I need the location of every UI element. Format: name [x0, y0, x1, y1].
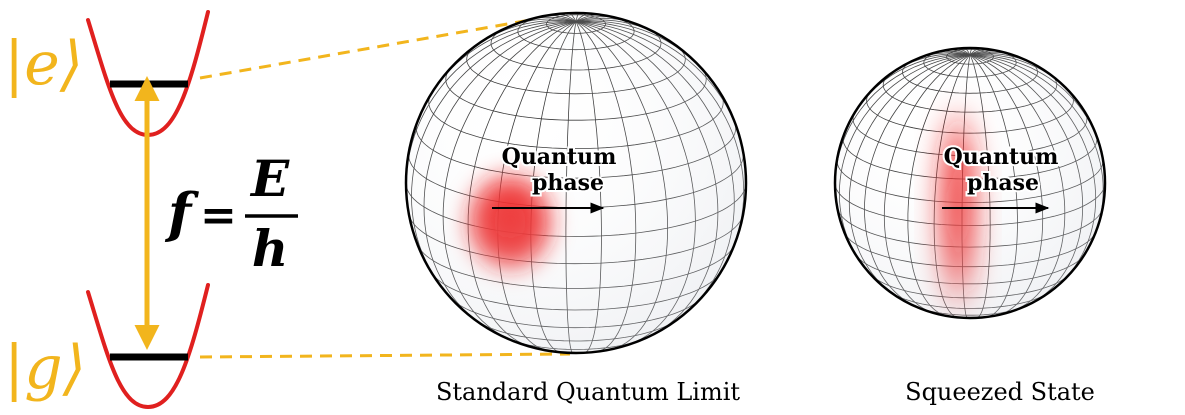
sphere-squeezed-state: Quantum phase: [833, 46, 1107, 320]
phase-label-2-line2: phase: [967, 170, 1039, 196]
sphere-outline-2: [833, 46, 1107, 320]
ground-well-curve: [86, 283, 210, 410]
formula-equals: =: [200, 190, 237, 241]
caption-standard-quantum-limit: Standard Quantum Limit: [436, 378, 740, 406]
phase-label-2-line1: Quantum: [944, 144, 1059, 170]
phase-label-1-line1: Quantum: [502, 144, 617, 170]
projection-line-top: [199, 11, 571, 80]
ground-state-label: |g⟩: [4, 333, 86, 403]
sphere-standard-quantum-limit: Quantum phase: [404, 11, 748, 355]
excited-state-label: |e⟩: [4, 29, 83, 99]
sphere-outline-1: [404, 11, 748, 355]
formula-lhs: f: [164, 181, 199, 245]
projection-line-bottom: [199, 352, 571, 359]
caption-squeezed-state: Squeezed State: [905, 378, 1095, 406]
phase-label-1-line2: phase: [532, 170, 604, 196]
formula-denominator: h: [252, 219, 288, 278]
formula-numerator: E: [249, 149, 290, 208]
